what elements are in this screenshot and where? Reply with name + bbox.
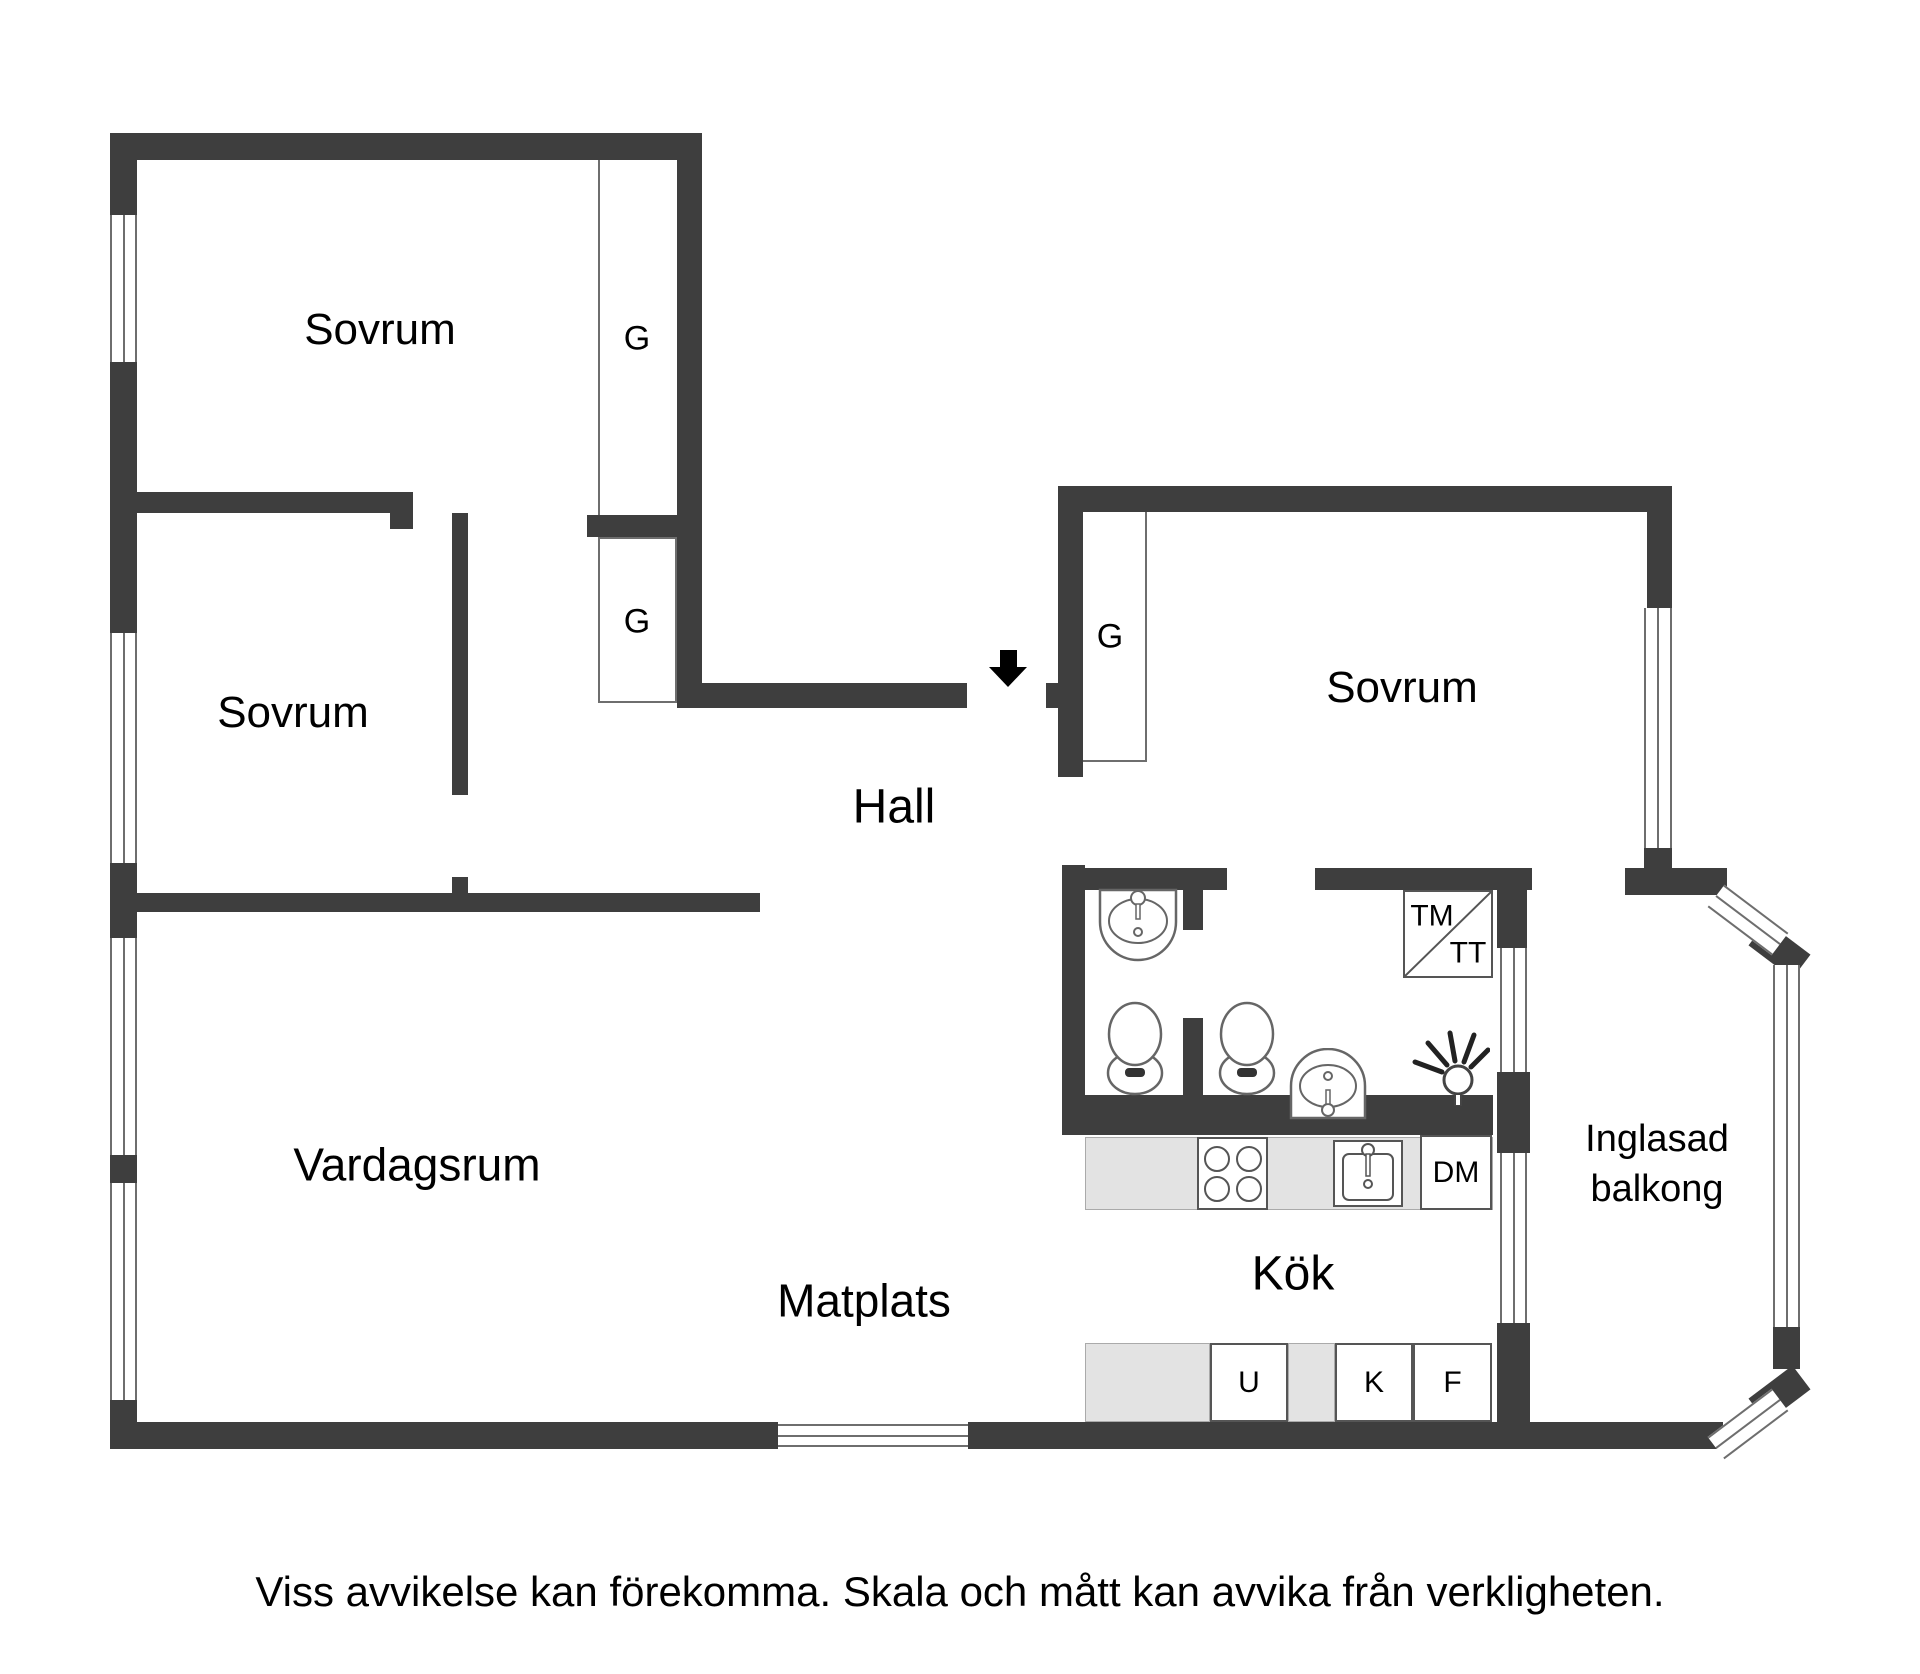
sink-icon — [1098, 888, 1178, 962]
wall-entry-jamb — [1046, 683, 1058, 708]
kitchen-counter-bottom-b — [1288, 1343, 1335, 1422]
room-label-dining: Matplats — [777, 1274, 951, 1327]
disclaimer-text: Viss avvikelse kan förekomma. Skala och … — [255, 1568, 1665, 1615]
window-living-left-2 — [110, 1183, 137, 1400]
wall-bath-top-right — [1315, 868, 1532, 890]
window-kitchen-balcony — [1500, 1153, 1527, 1323]
fridge: K — [1335, 1343, 1413, 1422]
dishwasher-label: DM — [1432, 1155, 1480, 1189]
kitchen-counter-bottom-a — [1085, 1343, 1210, 1422]
room-label-balcony-line1: Inglasad — [1585, 1118, 1729, 1161]
wall-left-d — [110, 1155, 137, 1185]
window-bedroom2-left — [110, 633, 137, 863]
freezer: F — [1413, 1343, 1492, 1422]
closet-right-box — [1083, 512, 1147, 762]
sink-icon — [1289, 1048, 1367, 1120]
tmtt-divider-line — [1405, 892, 1491, 976]
wall-bottom-right — [968, 1422, 1723, 1449]
wall-bath-bottom — [1062, 1095, 1493, 1135]
tumble-dryer-label: TT — [1449, 936, 1487, 970]
stove-icon — [1204, 1146, 1262, 1202]
wall-kitchen-right-b — [1497, 1323, 1530, 1422]
wall-bedroom1-stub — [390, 513, 413, 529]
toilet-icon — [1106, 1001, 1164, 1096]
room-label-kitchen: Kök — [1251, 1247, 1335, 1301]
window-bedroom1-left — [110, 215, 137, 362]
closet-top-line — [598, 160, 600, 515]
closet-label-middle: G — [623, 602, 651, 641]
stove — [1197, 1137, 1268, 1210]
window-living-left-1 — [110, 938, 137, 1155]
kitchen-sink-icon — [1342, 1143, 1394, 1201]
freezer-label: F — [1443, 1365, 1462, 1399]
window-balcony-right — [1773, 965, 1800, 1327]
wall-hall-top — [677, 683, 967, 708]
wall-bedroom2-stub — [452, 877, 468, 893]
room-label-balcony-line2: balkong — [1590, 1168, 1724, 1211]
wall-right-section-left — [1058, 486, 1083, 777]
wall-bottom-left — [110, 1422, 778, 1449]
dishwasher: DM — [1420, 1135, 1492, 1210]
wall-mid-long — [110, 893, 760, 912]
wall-kitchen-right-a — [1497, 1072, 1530, 1153]
window-bedroom3-right — [1644, 608, 1672, 848]
wall-right-section-top — [1058, 486, 1672, 512]
closet-middle-box — [598, 537, 677, 703]
oven: U — [1210, 1343, 1288, 1422]
fridge-label: K — [1363, 1365, 1384, 1399]
wall-bedroom2-right — [452, 513, 468, 795]
wall-closet-divider — [587, 515, 677, 537]
oven-label: U — [1238, 1365, 1260, 1399]
room-label-hall: Hall — [852, 780, 936, 834]
wall-closet-right — [677, 160, 702, 708]
wall-top-left — [110, 133, 702, 160]
closet-label-right: G — [1096, 617, 1124, 656]
kitchen-sink — [1333, 1140, 1403, 1207]
balcony-door — [1500, 948, 1527, 1072]
tmtt-box — [1403, 890, 1493, 978]
wall-balcony-right-block — [1773, 1327, 1800, 1369]
closet-label-top: G — [623, 319, 651, 358]
wall-right-section-right — [1647, 486, 1672, 608]
toilet-icon — [1218, 1001, 1276, 1096]
room-label-bedroom-mid-left: Sovrum — [217, 687, 369, 737]
wall-bath-top-left — [1062, 868, 1227, 890]
wall-bath-left — [1062, 865, 1085, 1095]
wall-wc-divider — [1183, 1018, 1203, 1095]
room-label-bedroom-right: Sovrum — [1326, 662, 1478, 712]
wall-tmtt-right — [1497, 890, 1527, 948]
room-label-bedroom-top-left: Sovrum — [304, 304, 456, 354]
wall-window-block — [1644, 848, 1672, 870]
shower-icon — [1412, 1030, 1490, 1106]
wall-left-a — [110, 133, 137, 223]
washing-machine-label: TM — [1410, 899, 1454, 933]
wall-wc-door-stub — [1183, 890, 1203, 930]
window-bottom — [778, 1424, 968, 1447]
wall-bedroom1-bottom — [110, 492, 413, 513]
room-label-living: Vardagsrum — [293, 1138, 541, 1191]
wall-balcony-top — [1625, 868, 1727, 895]
